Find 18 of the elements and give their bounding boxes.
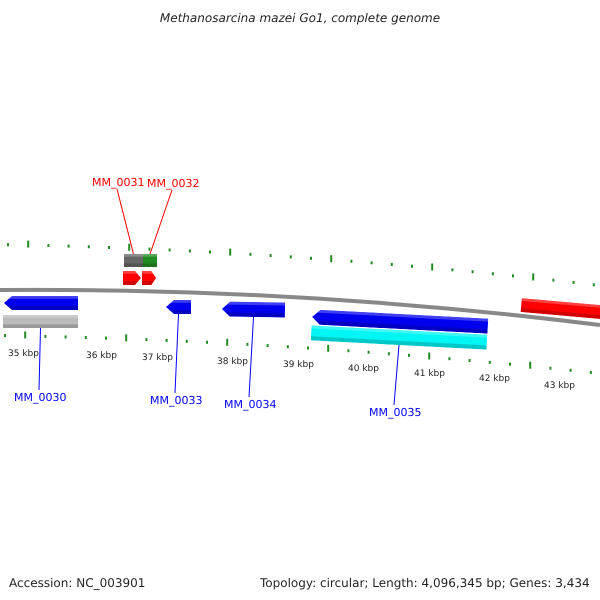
scale-label: 36 kbp	[86, 350, 117, 363]
scale-label: 37 kbp	[142, 352, 173, 365]
scale-label: 39 kbp	[283, 359, 314, 372]
gene-label: MM_0034	[224, 397, 274, 414]
scale-label: 40 kbp	[348, 363, 379, 376]
footer-text: Accession: NC_003901	[9, 575, 146, 592]
gene-label: MM_0035	[369, 405, 419, 422]
scale-label: 43 kbp	[544, 380, 575, 393]
gene-label: MM_0031	[92, 175, 142, 192]
scale-label: 35 kbp	[8, 348, 39, 361]
scale-label: 41 kbp	[414, 368, 445, 381]
gene-label: MM_0030	[14, 390, 64, 406]
gene-label: MM_0032	[147, 176, 197, 192]
gene-label: MM_0033	[150, 393, 200, 410]
footer-text: Topology: circular; Length: 4,096,345 bp; Genes: 3,434	[260, 575, 590, 592]
title: Methanosarcina mazei Go1, complete genome	[160, 10, 440, 27]
scale-label: 42 kbp	[479, 373, 510, 386]
scale-label: 38 kbp	[217, 356, 248, 369]
